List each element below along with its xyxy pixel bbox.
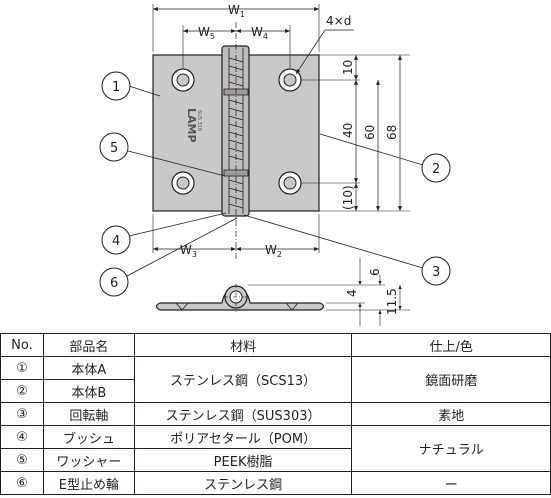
row-material: ステンレス鋼（SCS13） [133, 356, 353, 403]
table-row: ② 本体B [0, 379, 551, 403]
callout-3: 3 [243, 214, 451, 286]
row-part: 本体B [42, 379, 135, 403]
row-finish: ナチュラル [351, 425, 551, 472]
dim-holes: 4×d [326, 14, 351, 28]
engraving-grade: SUS 316 [196, 110, 202, 131]
svg-text:4: 4 [112, 234, 120, 249]
row-finish: ー [351, 471, 551, 495]
callout-6: 6 [99, 217, 238, 297]
hinge-knuckle [221, 45, 250, 217]
engraving-logo: LAMP SUS 316 [185, 108, 202, 143]
row-part: 本体A [42, 356, 135, 380]
svg-text:3: 3 [432, 265, 440, 280]
side-dimension-lines [248, 258, 410, 326]
dim-60: 60 [363, 125, 377, 140]
dim-w2: W2 [265, 243, 282, 259]
mounting-hole-top-right [278, 68, 302, 92]
svg-text:6: 6 [110, 276, 118, 291]
table-row: ④ ブッシュ ポリアセタール（POM） ナチュラル [0, 425, 551, 472]
parts-table: No. 部品名 材料 仕上/色 ① 本体A ステンレス鋼（SCS13） 鏡面研磨… [0, 333, 551, 495]
row-part: E型止め輪 [42, 471, 135, 495]
mounting-hole-bottom-right [278, 171, 302, 195]
callout-1: 1 [101, 71, 161, 101]
header-part: 部品名 [42, 333, 135, 357]
row-no: ③ [0, 402, 44, 426]
header-material: 材料 [133, 333, 353, 357]
table-row: ⑥ E型止め輪 ステンレス鋼 ー [0, 471, 551, 495]
row-no: ⑥ [0, 471, 44, 495]
engraving-brand: LAMP [185, 108, 198, 143]
dim-68: 68 [385, 125, 399, 140]
callout-4: 4 [101, 212, 227, 255]
callout-5: 5 [99, 132, 226, 177]
row-material: ステンレス鋼（SUS303） [133, 402, 353, 426]
hinge-drawing: LAMP SUS 316 W1 W5 W4 W3 W2 4×d [99, 3, 451, 326]
table-row: ③ 回転軸 ステンレス鋼（SUS303） 素地 [0, 402, 551, 426]
dim-w3: W3 [180, 243, 197, 259]
dim-11-5: 11.5 [385, 288, 399, 315]
row-material: ステンレス鋼 [133, 471, 353, 495]
dim-4: 4 [345, 289, 359, 297]
dim-w5: W5 [198, 25, 215, 41]
svg-text:1: 1 [112, 80, 120, 95]
svg-text:5: 5 [110, 141, 118, 156]
row-no: ② [0, 379, 44, 403]
header-finish: 仕上/色 [351, 333, 551, 357]
row-no: ⑤ [0, 448, 44, 472]
row-material: ポリアセタール（POM） [133, 425, 353, 449]
extension-lines [152, 4, 410, 253]
mounting-hole-bottom-left [171, 171, 195, 195]
dim-10: 10 [341, 60, 355, 75]
row-part: ブッシュ [42, 425, 135, 449]
row-no: ④ [0, 425, 44, 449]
dim-6: 6 [368, 268, 382, 276]
table-row: ⑤ ワッシャー PEEK樹脂 [0, 448, 551, 472]
hinge-side-view [155, 284, 325, 312]
callout-2: 2 [319, 133, 451, 183]
row-part: ワッシャー [42, 448, 135, 472]
dim-w1: W1 [228, 3, 245, 19]
header-no: No. [0, 333, 44, 357]
svg-text:2: 2 [432, 162, 440, 177]
dimension-lines [153, 7, 402, 251]
table-header-row: No. 部品名 材料 仕上/色 [0, 333, 551, 357]
row-no: ① [0, 356, 44, 380]
dim-40: 40 [341, 123, 355, 138]
table-row: ① 本体A ステンレス鋼（SCS13） 鏡面研磨 [0, 356, 551, 403]
row-part: 回転軸 [42, 402, 135, 426]
row-finish: 素地 [351, 402, 551, 426]
dim-10p: (10) [341, 185, 355, 210]
mounting-hole-top-left [171, 68, 195, 92]
row-material: PEEK樹脂 [133, 448, 353, 472]
dim-w4: W4 [251, 25, 268, 41]
row-finish: 鏡面研磨 [351, 356, 551, 403]
